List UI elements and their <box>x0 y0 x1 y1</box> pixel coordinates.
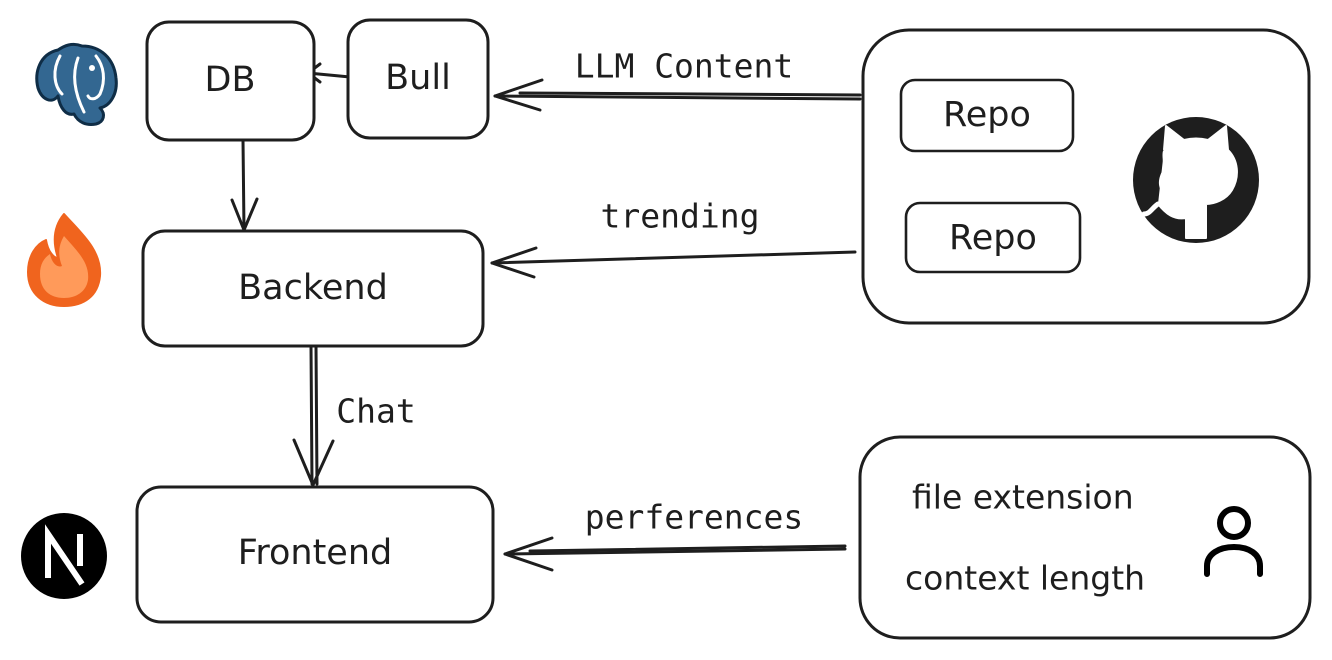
frontend-label: Frontend <box>238 533 392 573</box>
context-length-label: context length <box>905 559 1145 598</box>
frontend-node: Frontend <box>135 485 495 624</box>
flame-icon <box>27 213 102 307</box>
trending-label: trending <box>601 197 760 236</box>
repo-node-1: Repo <box>899 78 1075 153</box>
chat-label: Chat <box>336 392 415 431</box>
github-panel: Repo Repo <box>861 28 1311 325</box>
edge-db-to-backend <box>230 138 259 232</box>
repo-label-2: Repo <box>949 218 1037 258</box>
perferences-label: perferences <box>585 498 804 537</box>
edge-github-to-bull <box>493 78 862 112</box>
bull-label: Bull <box>385 58 451 98</box>
edge-user-to-frontend <box>503 536 847 572</box>
db-node: DB <box>145 20 316 142</box>
llm-content-label: LLM Content <box>575 47 794 86</box>
backend-node: Backend <box>141 229 485 348</box>
user-icon <box>1204 506 1263 577</box>
file-extension-label: file extension <box>912 478 1134 517</box>
backend-label: Backend <box>238 268 388 308</box>
repo-label-1: Repo <box>943 95 1031 135</box>
db-label: DB <box>205 60 256 100</box>
postgresql-icon <box>35 42 118 126</box>
nextjs-icon <box>21 513 107 599</box>
bull-node: Bull <box>346 18 490 140</box>
edge-backend-to-frontend <box>292 344 335 487</box>
user-preferences-panel: file extension context length <box>858 435 1312 640</box>
repo-node-2: Repo <box>904 201 1082 274</box>
github-icon <box>1133 117 1259 243</box>
edge-github-to-backend <box>490 246 857 279</box>
